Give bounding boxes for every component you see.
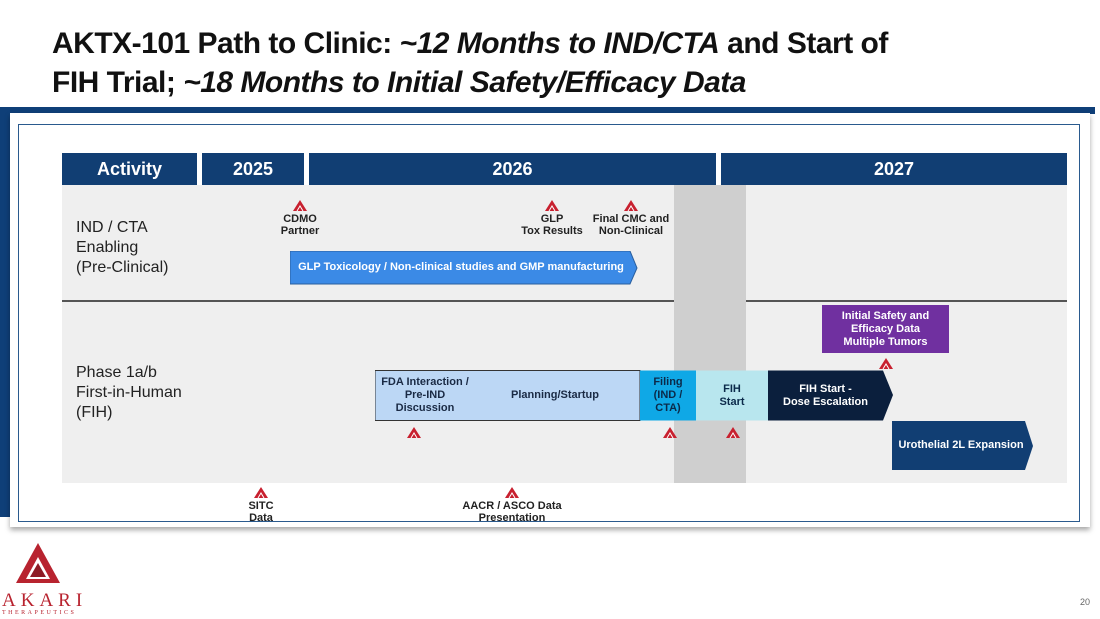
header-2027: 2027 <box>721 153 1067 185</box>
timeline-border <box>18 124 1080 522</box>
akari-logo-mark <box>16 543 60 583</box>
title-text: FIH Trial; <box>52 66 184 99</box>
left-band <box>0 107 10 517</box>
glp-bar-label: GLP Toxicology / Non-clinical studies an… <box>298 261 624 273</box>
fda-interaction-label: FDA Interaction / Pre-IND Discussion <box>381 376 469 414</box>
akari-logo: AKARI THERAPEUTICS <box>2 543 82 616</box>
fih-start-label: FIH Start <box>719 382 745 408</box>
filing-label: Filing (IND / CTA) <box>653 376 683 414</box>
top-band <box>0 107 1095 114</box>
milestone-cdmo: CDMO Partner <box>270 200 330 237</box>
title-text: and Start of <box>719 27 888 60</box>
akari-marker-icon <box>663 427 677 438</box>
urothelial-label: Urothelial 2L Expansion <box>898 439 1024 451</box>
akari-marker-icon <box>879 358 893 369</box>
milestone-glp-tox: GLP Tox Results <box>512 200 592 237</box>
planning-label: Planning/Startup <box>511 389 599 401</box>
ind-window-band <box>674 185 746 483</box>
slide-title: AKTX-101 Path to Clinic: ~12 Months to I… <box>52 24 888 102</box>
row-label-preclinical: IND / CTA Enabling (Pre-Clinical) <box>76 219 169 276</box>
title-emphasis: ~18 Months to Initial Safety/Efficacy Da… <box>183 66 746 99</box>
milestone-final-cmc: Final CMC and Non-Clinical <box>585 200 677 237</box>
header-2025: 2025 <box>202 153 304 185</box>
akari-marker-icon <box>624 200 638 211</box>
header-activity: Activity <box>62 153 197 185</box>
dose-escalation-label: FIH Start - Dose Escalation <box>783 382 868 408</box>
title-text: AKTX-101 Path to Clinic: <box>52 27 400 60</box>
logo-name: AKARI <box>2 590 88 611</box>
initial-data-box: Initial Safety and Efficacy Data Multipl… <box>822 305 949 353</box>
milestone-sitc: SITC Data <box>231 487 291 524</box>
akari-marker-icon <box>545 200 559 211</box>
title-emphasis: ~12 Months to IND/CTA <box>399 27 720 60</box>
row-divider <box>62 300 1067 302</box>
fih-arrow <box>375 370 893 421</box>
row-label-fih: Phase 1a/b First-in-Human (FIH) <box>76 364 182 421</box>
akari-marker-icon <box>293 200 307 211</box>
header-2026: 2026 <box>309 153 716 185</box>
akari-marker-icon <box>254 487 268 498</box>
akari-marker-icon <box>726 427 740 438</box>
page-number: 20 <box>1080 597 1091 607</box>
urothelial-arrow <box>892 421 1033 470</box>
akari-marker-icon <box>505 487 519 498</box>
milestone-aacr-asco: AACR / ASCO Data Presentation <box>452 487 572 524</box>
glp-arrow <box>290 251 638 285</box>
logo-subtitle: THERAPEUTICS <box>2 610 77 616</box>
akari-marker-icon <box>407 427 421 438</box>
